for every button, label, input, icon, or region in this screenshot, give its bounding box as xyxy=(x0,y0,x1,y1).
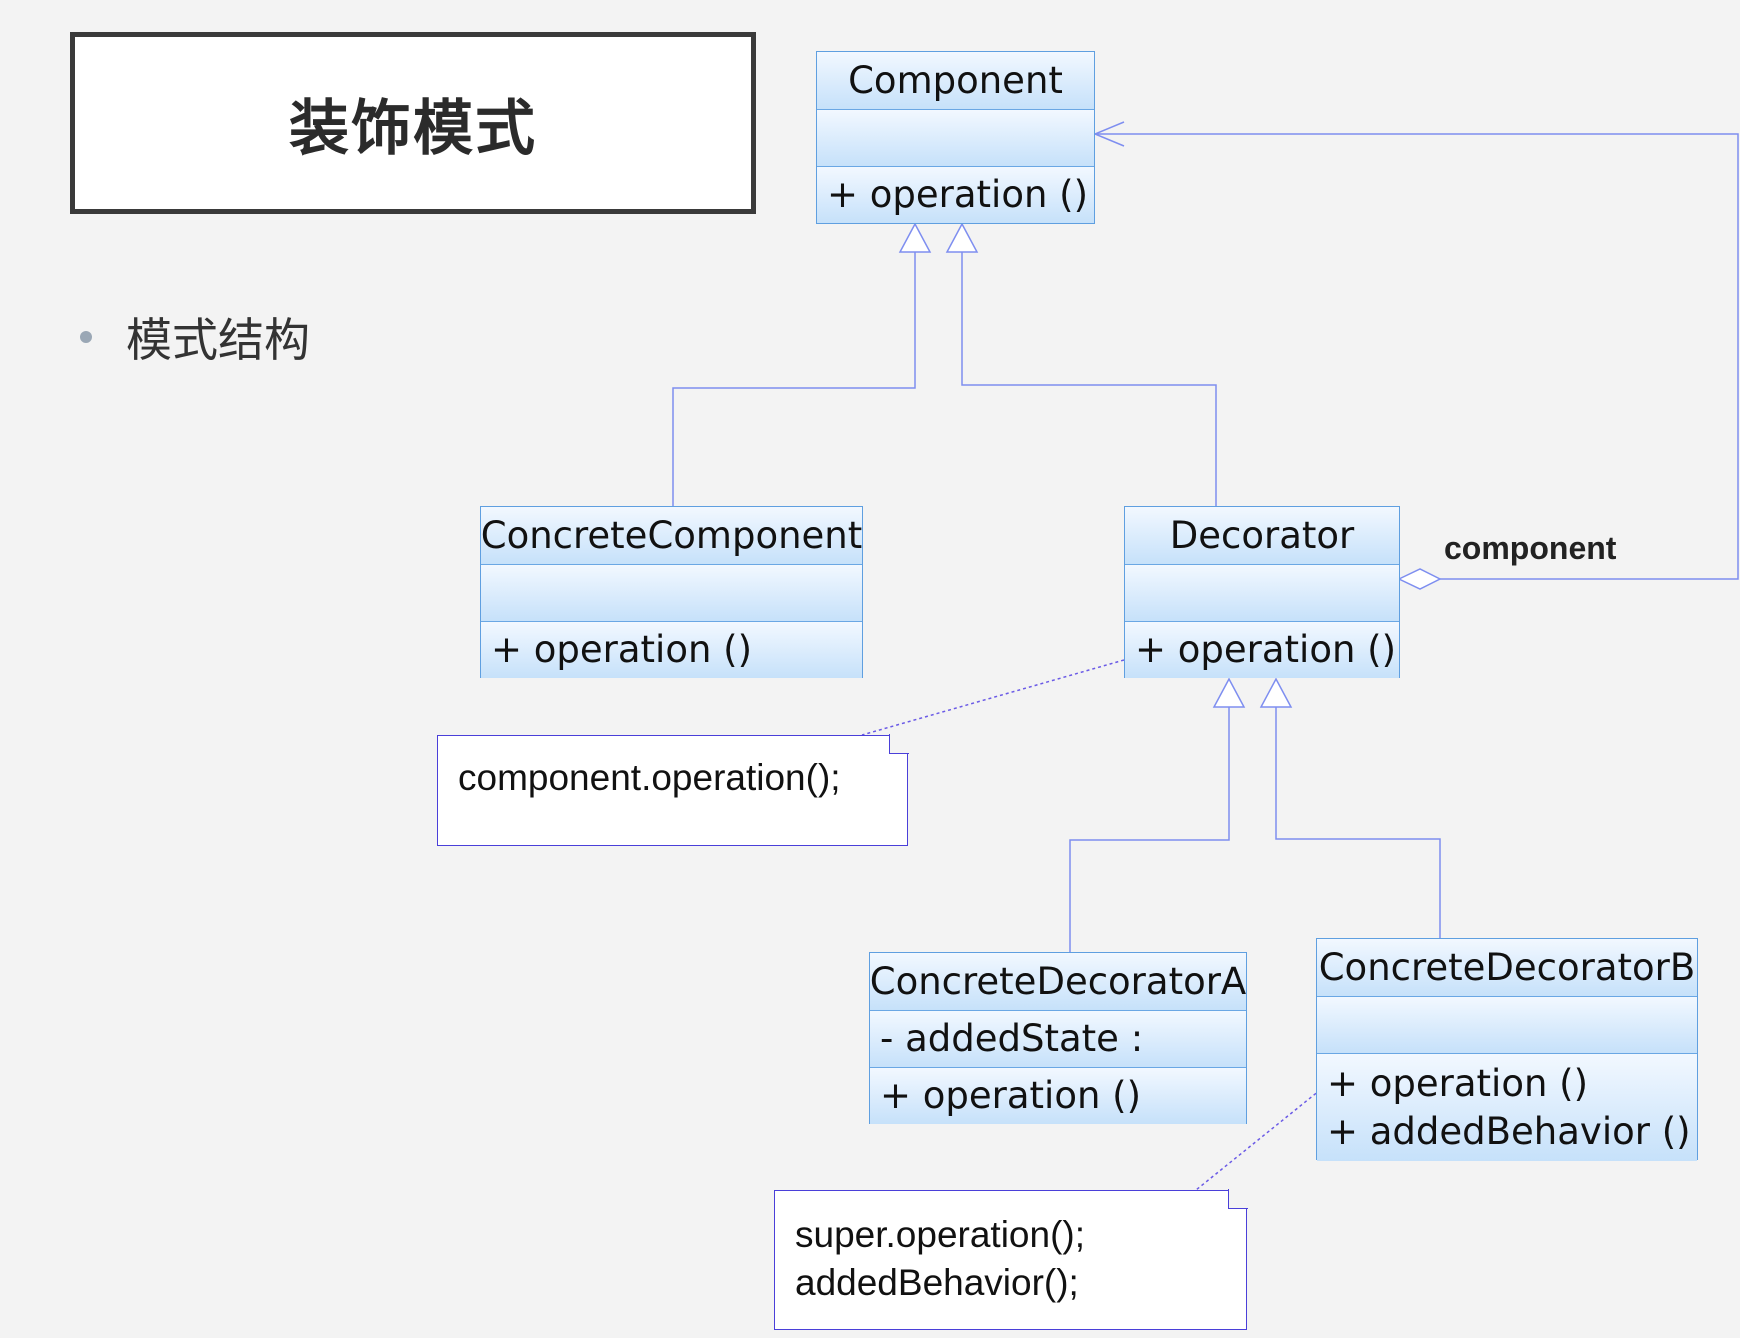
generalization-line-concrete-component xyxy=(672,252,916,506)
operation-row: + operation () xyxy=(1327,1061,1589,1105)
class-operations: + operation () xyxy=(481,621,862,678)
operation-row: + addedBehavior () xyxy=(1327,1109,1691,1153)
class-operations: + operation () + addedBehavior () xyxy=(1317,1053,1697,1161)
note-anchor-decorator xyxy=(861,659,1125,736)
class-concrete-component: ConcreteComponent + operation () xyxy=(480,506,863,678)
class-name: ConcreteComponent xyxy=(481,507,862,564)
note-anchor-concrete-decorator-b xyxy=(1195,1081,1331,1191)
aggregation-diamond xyxy=(1397,568,1442,590)
bullet-icon xyxy=(80,331,92,343)
generalization-line-decorator xyxy=(961,252,1217,506)
class-name: Decorator xyxy=(1125,507,1399,564)
class-operations: + operation () xyxy=(870,1067,1246,1124)
class-component: Component + operation () xyxy=(816,51,1095,224)
note-line: component.operation(); xyxy=(458,757,841,798)
attribute-row: - addedState : xyxy=(880,1017,1144,1060)
class-operations: + operation () xyxy=(1125,621,1399,678)
note-concrete-decorator-b: super.operation(); addedBehavior(); xyxy=(774,1189,1248,1330)
class-attributes xyxy=(1317,996,1697,1053)
generalization-arrowhead xyxy=(945,222,979,253)
class-attributes xyxy=(817,109,1094,166)
class-concrete-decorator-b: ConcreteDecoratorB + operation () + adde… xyxy=(1316,938,1698,1161)
operation-row: + operation () xyxy=(491,628,753,671)
note-line: super.operation(); xyxy=(795,1214,1086,1255)
bullet-text: 模式结构 xyxy=(126,313,310,367)
aggregation-line-component xyxy=(1095,133,1739,580)
operation-row: + operation () xyxy=(880,1074,1142,1117)
class-name: ConcreteDecoratorB xyxy=(1317,939,1697,996)
generalization-line-concrete-decorator-b xyxy=(1275,707,1441,938)
class-name: Component xyxy=(817,52,1094,109)
class-name: ConcreteDecoratorA xyxy=(870,953,1246,1010)
note-fold-icon xyxy=(1228,1189,1248,1209)
navigability-arrowhead xyxy=(1093,121,1125,147)
class-operations: + operation () xyxy=(817,166,1094,223)
operation-row: + operation () xyxy=(827,173,1089,216)
generalization-arrowhead xyxy=(1259,677,1293,708)
note-line: addedBehavior(); xyxy=(795,1262,1079,1303)
class-attributes xyxy=(481,564,862,621)
generalization-arrowhead xyxy=(1212,677,1246,708)
association-label: component xyxy=(1444,530,1617,566)
generalization-arrowhead xyxy=(898,222,932,253)
note-decorator: component.operation(); xyxy=(437,734,909,846)
bullet-item: 模式结构 xyxy=(80,304,310,370)
class-attributes: - addedState : xyxy=(870,1010,1246,1067)
class-decorator: Decorator + operation () xyxy=(1124,506,1400,678)
note-fold-icon xyxy=(889,734,909,754)
class-attributes xyxy=(1125,564,1399,621)
page-title: 装饰模式 xyxy=(289,93,537,164)
generalization-line-concrete-decorator-a xyxy=(1069,707,1230,952)
operation-row: + operation () xyxy=(1135,628,1397,671)
class-concrete-decorator-a: ConcreteDecoratorA - addedState : + oper… xyxy=(869,952,1247,1124)
title-box: 装饰模式 xyxy=(70,32,756,214)
